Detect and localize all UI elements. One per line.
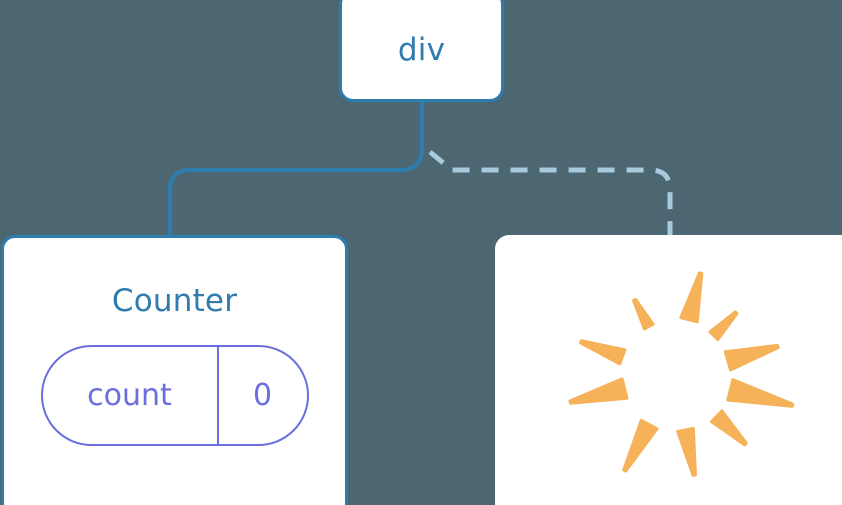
node-div-label: div — [397, 31, 446, 68]
burst-ray-8 — [568, 377, 629, 405]
burst-ray-10 — [632, 298, 655, 331]
node-counter[interactable]: Counter count 0 — [1, 235, 348, 505]
burst-ray-2 — [708, 310, 739, 342]
burst-ray-5 — [710, 409, 748, 447]
state-pill-count[interactable]: count 0 — [40, 345, 309, 446]
burst-ray-6 — [676, 426, 697, 477]
node-counter-label: Counter — [111, 283, 238, 319]
state-pill-value: 0 — [252, 377, 273, 413]
state-pill-key: count — [87, 377, 172, 413]
edge-div-to-counter — [168, 98, 424, 242]
node-burst[interactable] — [495, 235, 842, 505]
edge-div-to-burst — [428, 150, 673, 240]
burst-ray-group — [568, 271, 795, 477]
burst-ray-1 — [679, 271, 704, 324]
state-pill-divider — [216, 347, 219, 444]
burst-ray-3 — [723, 343, 780, 372]
node-div[interactable]: div — [339, 0, 504, 102]
burst-ray-7 — [622, 418, 659, 473]
burst-ray-9 — [579, 339, 627, 366]
burst-ray-4 — [726, 378, 795, 408]
sparkle-burst-icon — [525, 251, 825, 501]
